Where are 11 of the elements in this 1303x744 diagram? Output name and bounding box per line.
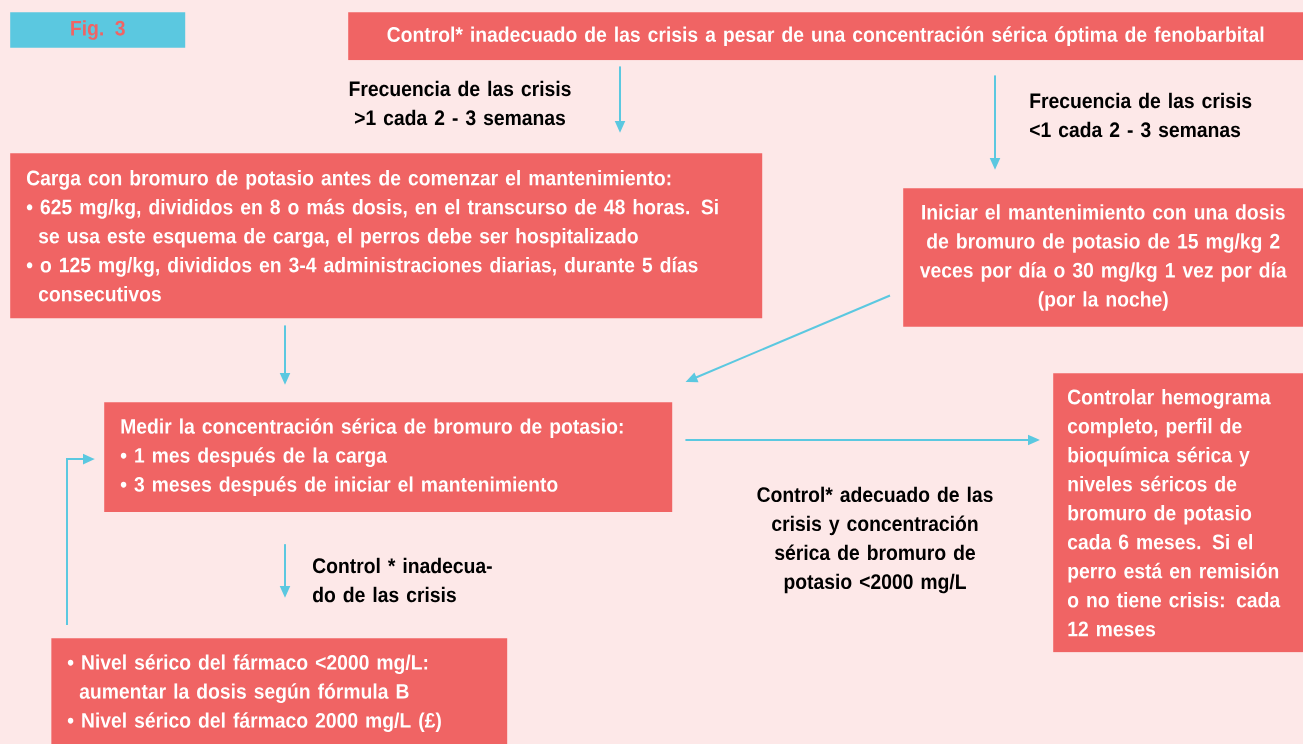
- process-box: Iniciar el mantenimiento con una dosis de bromuro de potasio de 15 mg/kg 2 veces por día o 30 mg/kg 1 vez por día (por la noche): [903, 188, 1303, 327]
- process-box: • Nivel sérico del fármaco <2000 mg/L: aumentar la dosis según fórmula B • Nivel sérico del fármaco 2000 mg/L (£): [51, 638, 508, 744]
- process-box: Carga con bromuro de potasio antes de comenzar el mantenimiento: • 625 mg/kg, divididos en 8 o más dosis, en el transcurso de 48 horas. Si se usa este esquema de carga, el perros debe ser hospitalizado • o 125 mg/kg, divididos en 3-4 administraciones diarias, durante 5 días consecutivos: [10, 153, 763, 319]
- figure-label: Fig. 3: [10, 12, 186, 48]
- edge-label: Frecuencia de las crisis <1 cada 2 - 3 semanas: [1030, 92, 1252, 138]
- edge-label: Control * inadecua- do de las crisis: [313, 557, 492, 603]
- process-box: Controlar hemograma completo, perfil de bioquímica sérica y niveles séricos de bromuro de potasio cada 6 meses. Si el perro está en remisión o no tiene crisis: cada 12 meses: [1053, 373, 1303, 653]
- process-box: Medir la concentración sérica de bromuro de potasio: • 1 mes después de la carga • 3 meses después de iniciar el mantenimiento: [104, 402, 673, 512]
- process-box: Control* inadecuado de las crisis a pesar de una concentración sérica óptima de fenobarbital: [348, 12, 1303, 61]
- edge-label: Frecuencia de las crisis >1 cada 2 - 3 semanas: [349, 80, 571, 126]
- edge-label: Control* adecuado de las crisis y concentración sérica de bromuro de potasio <2000 mg/L: [757, 486, 993, 594]
